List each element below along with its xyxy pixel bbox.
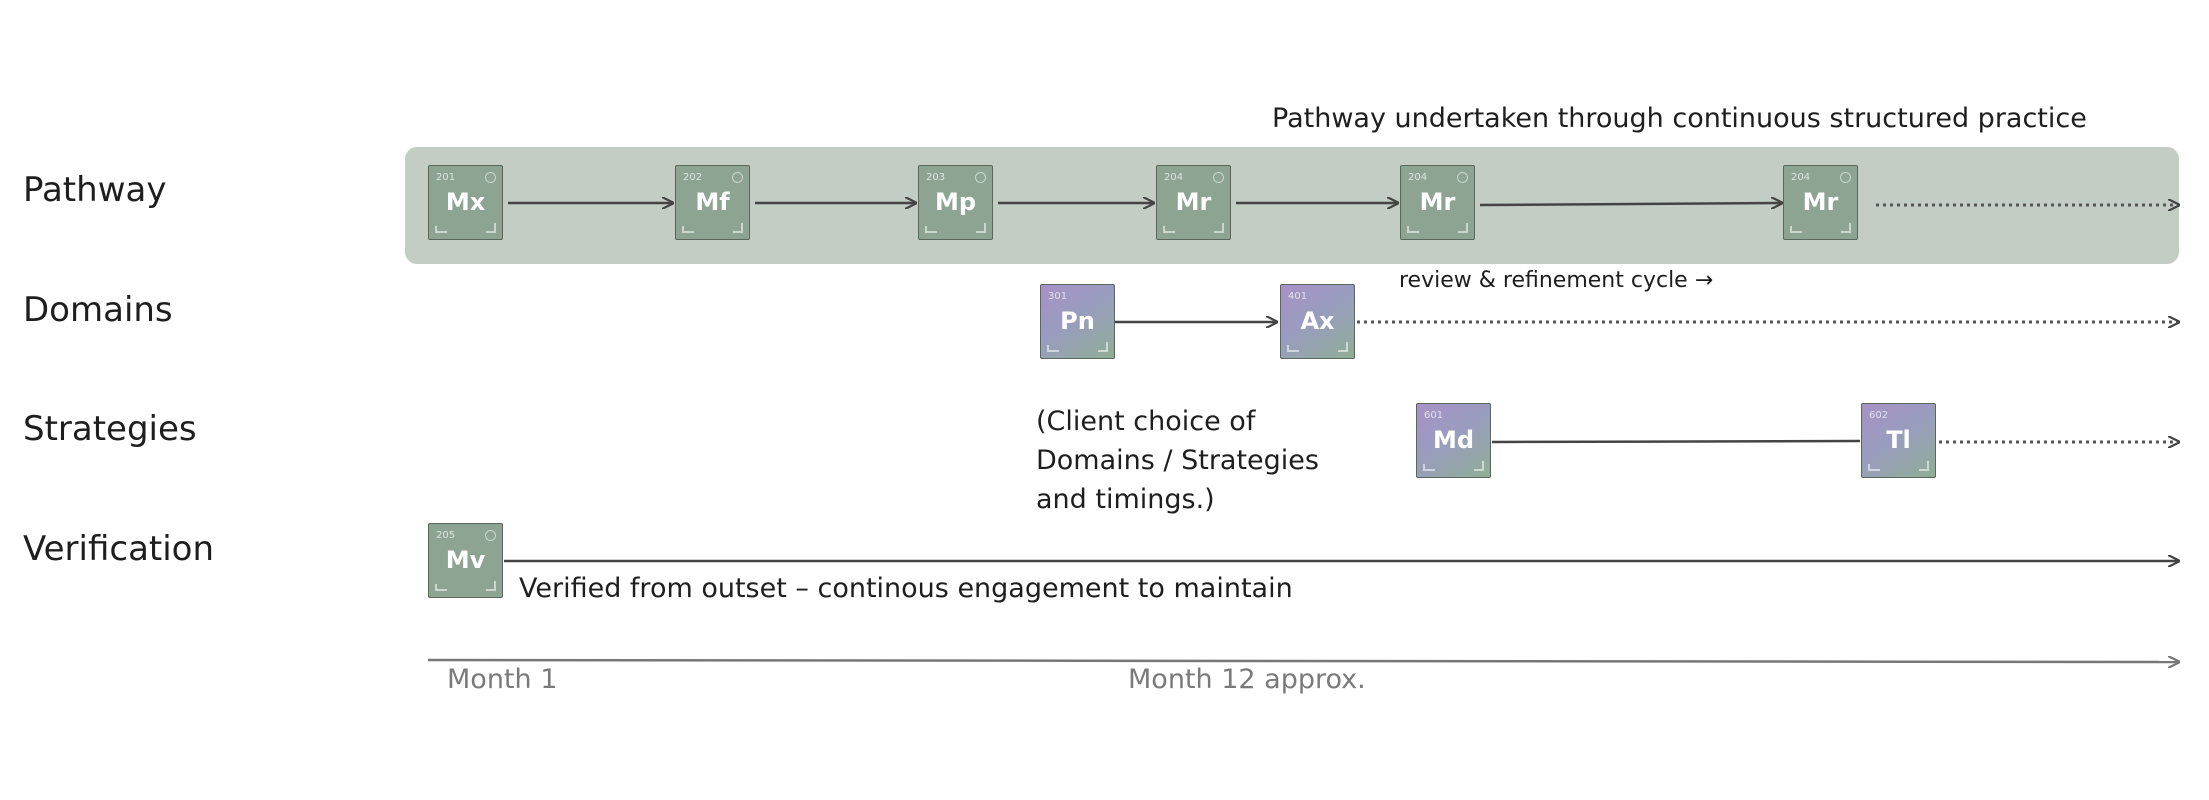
tile-corner-icon	[486, 581, 496, 591]
tile-domains-2: 401 Ax	[1280, 284, 1355, 359]
client-note-line: Domains / Strategies	[1036, 445, 1319, 476]
tile-symbol: Mr	[1802, 188, 1839, 216]
tile-symbol: Mx	[445, 188, 486, 216]
tile-corner-icon	[1790, 226, 1802, 233]
pathway-caption: Pathway undertaken through continuous st…	[1272, 103, 2087, 134]
tile-corner-icon	[486, 223, 496, 233]
tile-number: 205	[436, 530, 456, 541]
timeline-arrow	[427, 660, 2178, 662]
client-note: (Client choice of Domains / Strategies a…	[1036, 402, 1319, 519]
tile-corner-icon	[733, 223, 743, 233]
tile-number: 204	[1408, 172, 1428, 183]
verification-note: Verified from outset – continous engagem…	[519, 573, 1293, 604]
tile-corner-icon	[1214, 223, 1224, 233]
tile-corner-icon	[1458, 223, 1468, 233]
tile-number: 204	[1791, 172, 1811, 183]
tile-corner-icon	[976, 223, 986, 233]
tile-corner-icon	[1868, 464, 1880, 471]
tile-pathway-5: 204 Mr	[1400, 165, 1475, 240]
tile-symbol: Pn	[1060, 307, 1095, 335]
tile-corner-icon	[1213, 172, 1224, 183]
tile-corner-icon	[435, 584, 447, 591]
tile-symbol: Md	[1432, 426, 1475, 454]
tile-verification-1: 205 Mv	[428, 523, 503, 598]
tile-corner-icon	[1841, 223, 1851, 233]
tile-number: 401	[1288, 291, 1308, 302]
tile-corner-icon	[485, 172, 496, 183]
tile-symbol: Mp	[934, 188, 977, 216]
tile-number: 203	[926, 172, 946, 183]
tile-pathway-4: 204 Mr	[1156, 165, 1231, 240]
tile-symbol: Mf	[695, 188, 730, 216]
strategies-line-1	[1491, 439, 1861, 444]
review-note: review & refinement cycle →	[1399, 268, 1714, 293]
tile-number: 201	[436, 172, 456, 183]
client-note-line: (Client choice of	[1036, 406, 1256, 437]
row-label-pathway: Pathway	[23, 170, 167, 210]
tile-corner-icon	[1098, 342, 1108, 352]
tile-corner-icon	[1423, 464, 1435, 471]
pathway-arrow-5	[1479, 203, 1781, 205]
tile-corner-icon	[732, 172, 743, 183]
tile-pathway-3: 203 Mp	[918, 165, 993, 240]
tile-number: 602	[1869, 410, 1889, 421]
tile-corner-icon	[1407, 226, 1419, 233]
tile-symbol: Mv	[445, 546, 486, 574]
tile-symbol: Ax	[1300, 307, 1335, 335]
tile-corner-icon	[1919, 461, 1929, 471]
tile-pathway-1: 201 Mx	[428, 165, 503, 240]
tile-corner-icon	[1163, 226, 1175, 233]
tile-symbol: Mr	[1175, 188, 1212, 216]
tile-symbol: Tl	[1886, 426, 1911, 454]
tile-strategies-2: 602 Tl	[1861, 403, 1936, 478]
tile-corner-icon	[435, 226, 447, 233]
client-note-line: and timings.)	[1036, 484, 1215, 515]
tile-pathway-2: 202 Mf	[675, 165, 750, 240]
timeline-mid-label: Month 12 approx.	[1128, 664, 1366, 695]
row-label-domains: Domains	[23, 290, 173, 330]
tile-number: 204	[1164, 172, 1184, 183]
tile-domains-1: 301 Pn	[1040, 284, 1115, 359]
tile-corner-icon	[1840, 172, 1851, 183]
timeline-start-label: Month 1	[447, 664, 558, 695]
tile-corner-icon	[1047, 345, 1059, 352]
tile-corner-icon	[975, 172, 986, 183]
tile-number: 301	[1048, 291, 1068, 302]
tile-corner-icon	[925, 226, 937, 233]
row-label-strategies: Strategies	[23, 409, 197, 449]
tile-corner-icon	[682, 226, 694, 233]
row-label-verification: Verification	[23, 529, 215, 569]
tile-corner-icon	[1338, 342, 1348, 352]
tile-symbol: Mr	[1419, 188, 1456, 216]
tile-corner-icon	[1474, 461, 1484, 471]
tile-corner-icon	[1457, 172, 1468, 183]
tile-corner-icon	[485, 530, 496, 541]
tile-number: 202	[683, 172, 703, 183]
tile-strategies-1: 601 Md	[1416, 403, 1491, 478]
tile-number: 601	[1424, 410, 1444, 421]
tile-corner-icon	[1287, 345, 1299, 352]
tile-pathway-6: 204 Mr	[1783, 165, 1858, 240]
